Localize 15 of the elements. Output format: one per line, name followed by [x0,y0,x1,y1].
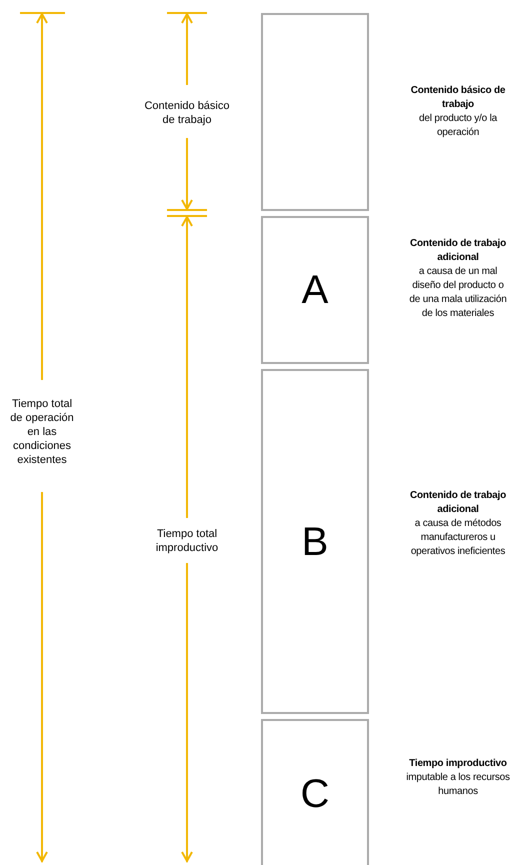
dimension-label: Tiempo total de operación en las condiciones existentes [9,397,75,467]
box-letter: B [302,522,328,562]
process-box [261,216,369,364]
box-letter: A [302,270,328,310]
description-text: a causa de un mal diseño del producto o de una mala utilización de los materiales [408,265,508,321]
description-text: a causa de métodos manufactureros u operativos ineficientes [410,517,506,559]
description-text: imputable a los recursos humanos [406,771,510,799]
process-box [261,13,369,211]
description-heading: Tiempo improductivo [408,757,508,771]
process-box [261,369,369,714]
dimension-label: Contenido básico de trabajo [143,99,230,127]
dimension-label: Tiempo total improductivo [154,527,220,555]
process-box [261,719,369,865]
box-letter: C [300,774,330,814]
description-text: del producto y/o la operación [418,112,498,140]
